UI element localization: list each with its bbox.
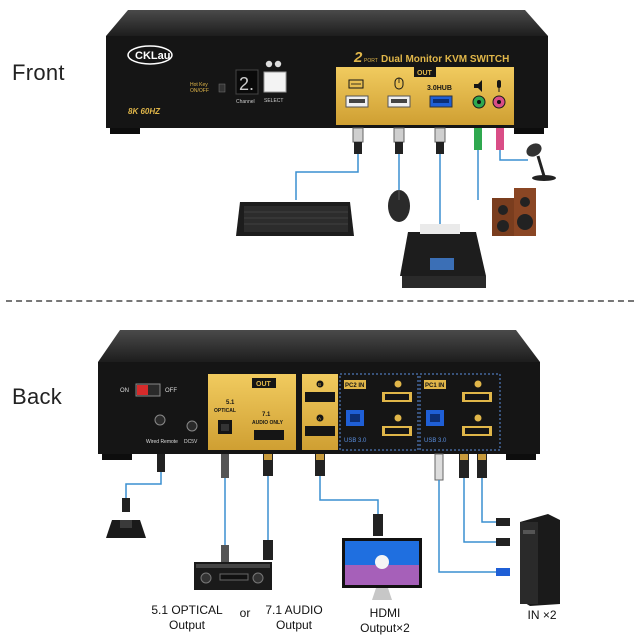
speaker-icon: [474, 80, 482, 92]
hdmi-out-cable: [315, 454, 383, 536]
optical-sub: OPTICAL: [214, 408, 236, 414]
audio-sub: AUDIO ONLY: [252, 420, 284, 426]
optical-cable: [221, 454, 229, 563]
pc1-usb-label: USB 3.0: [424, 438, 447, 444]
audio-title: 7.1: [262, 412, 271, 418]
mouse: [388, 190, 410, 222]
hotkey-label-2: ON/OFF: [190, 88, 209, 94]
printer: [400, 224, 486, 288]
title-number: 2: [353, 49, 363, 66]
hdmi-out-a-label: A: [318, 416, 321, 421]
hdmi-caption-line2: Output×2: [360, 621, 410, 635]
optical-title: 5.1: [226, 400, 235, 406]
pc2-usb-label: USB 3.0: [344, 438, 367, 444]
optical-caption-line1: 5.1 OPTICAL: [151, 603, 223, 617]
spec-label: 8K 60HZ: [128, 107, 161, 116]
front-out-label: OUT: [417, 70, 433, 77]
keyboard-icon: [348, 79, 364, 89]
speakers: [492, 188, 536, 236]
section-divider: [6, 300, 634, 302]
pc-input-cables: [434, 453, 510, 576]
wired-remote-button: [106, 520, 146, 538]
pc2-label: PC2 IN: [345, 383, 364, 389]
input-caption: IN ×2: [527, 608, 557, 622]
front-section-label: Front: [12, 60, 65, 85]
optical-caption-line2: Output: [168, 618, 206, 632]
microphone: [526, 143, 556, 181]
hdmi-out-b-label: B: [318, 382, 321, 387]
hub-label: 3.0HUB: [427, 85, 452, 92]
title-port: PORT: [364, 58, 378, 64]
device-title: Dual Monitor KVM SWITCH: [381, 54, 509, 65]
power-off-label: OFF: [165, 388, 177, 394]
hdmi-out-port-a[interactable]: [305, 426, 335, 436]
keyboard: [236, 202, 354, 236]
microphone-icon: [497, 80, 501, 92]
hdmi-audio-port[interactable]: [254, 430, 284, 440]
mouse-cable: [393, 127, 405, 190]
printer-cable: [434, 127, 446, 226]
wired-remote-port[interactable]: [154, 414, 166, 426]
back-section-label: Back: [12, 384, 63, 409]
desktop-computer: [520, 514, 560, 606]
select-led-1: [265, 60, 273, 68]
speaker-cable: [474, 128, 482, 200]
brand-text: CKLau: [135, 50, 170, 62]
brand-logo: CKLau: [127, 45, 173, 65]
back-out-label: OUT: [256, 381, 272, 388]
audio-caption-line2: Output: [275, 618, 313, 632]
audio-output-caption: 7.1 AUDIO Output: [258, 603, 330, 633]
audio-hdmi-cable: [263, 454, 273, 560]
select-label: SELECT: [264, 98, 283, 104]
wired-remote-label: Wired Remote: [146, 439, 178, 445]
hotkey-label: Hot Key: [190, 82, 208, 88]
audio-caption-line1: 7.1 AUDIO: [265, 603, 323, 617]
power-on-label: ON: [120, 388, 129, 394]
mic-cable: [496, 128, 528, 161]
hdmi-output-caption: HDMI Output×2: [352, 606, 418, 636]
channel-digit: 2.: [239, 74, 254, 94]
dc5v-port[interactable]: [186, 420, 198, 432]
optical-output-caption: 5.1 OPTICAL Output: [146, 603, 228, 633]
mouse-icon: [394, 77, 404, 90]
select-button[interactable]: [263, 71, 287, 93]
dc5v-label: DC5V: [184, 439, 198, 445]
front-out-tag: [414, 67, 436, 77]
monitor: [342, 538, 422, 600]
select-led-2: [274, 60, 282, 68]
remote-cable: [122, 454, 165, 512]
hotkey-button[interactable]: [218, 83, 226, 93]
hdmi-caption-line1: HDMI: [369, 606, 401, 620]
hdmi-out-port-b[interactable]: [305, 392, 335, 402]
pc1-label: PC1 IN: [425, 383, 444, 389]
channel-display: [235, 69, 259, 95]
av-receiver: [194, 562, 272, 590]
channel-label: Channel: [236, 99, 255, 105]
or-caption: or: [239, 606, 251, 620]
keyboard-cable: [295, 127, 364, 200]
